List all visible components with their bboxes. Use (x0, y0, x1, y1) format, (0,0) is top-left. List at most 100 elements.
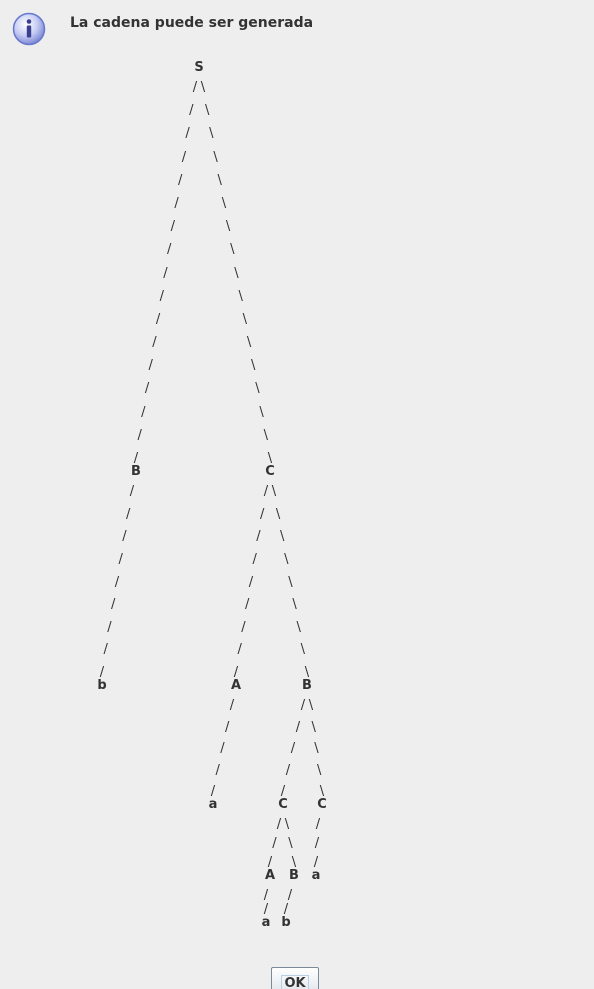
tree-edge-S-B1-segment: / (185, 126, 190, 142)
tree-edge-B2-C2-segment: / (290, 741, 296, 756)
tree-edge-S-B1-segment: / (155, 311, 161, 327)
tree-edge-S-C1-segment: \ (213, 149, 218, 165)
tree-node-a1: a (208, 797, 218, 812)
tree-edge-C1-B2-segment: \ (284, 551, 289, 567)
tree-edge-A1-a1-segment: / (225, 719, 230, 735)
tree-edge-A1-a1-segment: / (229, 698, 235, 713)
tree-edge-S-B1-segment: / (170, 219, 176, 235)
tree-edge-B2-C2-segment: / (285, 762, 291, 778)
tree-edge-S-B1-segment: / (144, 381, 150, 397)
tree-edge-B1-b1-segment: / (99, 665, 105, 680)
tree-edge-B2-C3-segment: \ (314, 741, 319, 756)
tree-edge-C3-a2-segment: / (314, 836, 320, 851)
tree-node-A1: A (230, 678, 242, 693)
tree-node-B1: B (131, 464, 141, 479)
tree-edge-B1-b1-segment: / (122, 529, 127, 545)
tree-edge-S-B1-segment: / (174, 195, 179, 211)
tree-edge-S-B1-segment: / (192, 80, 198, 95)
tree-edge-S-B1-segment: / (189, 103, 194, 119)
tree-edge-C2-A2-segment: / (272, 836, 277, 851)
info-icon (12, 12, 46, 46)
tree-edge-S-C1-segment: \ (225, 219, 231, 235)
tree-edge-C2-A2-segment: / (267, 855, 273, 870)
tree-edge-C1-A1-segment: / (248, 574, 254, 590)
tree-edge-B1-b1-segment: / (107, 619, 112, 635)
tree-edge-S-C1-segment: \ (230, 242, 235, 258)
tree-edge-B1-b1-segment: / (129, 484, 135, 499)
tree-edge-S-B1-segment: / (141, 404, 146, 420)
tree-node-B3: B (289, 868, 299, 883)
tree-edge-C1-B2-segment: \ (280, 529, 285, 545)
tree-edge-S-C1-segment: \ (267, 451, 273, 466)
tree-edge-C1-B2-segment: \ (288, 574, 293, 590)
tree-edge-B1-b1-segment: / (114, 574, 120, 590)
tree-edge-B3-b2-segment: / (283, 902, 289, 917)
tree-node-A2: A (264, 868, 276, 883)
tree-edge-B1-b1-segment: / (118, 551, 123, 567)
tree-edge-B1-b1-segment: / (126, 506, 131, 522)
tree-edge-C1-A1-segment: / (252, 551, 257, 567)
tree-edge-C1-A1-segment: / (260, 506, 265, 522)
tree-edge-S-C1-segment: \ (238, 288, 243, 304)
tree-edge-S-C1-segment: \ (259, 404, 264, 420)
tree-edge-B2-C3-segment: \ (319, 784, 325, 799)
tree-node-C1: C (265, 464, 275, 479)
tree-edge-C1-A1-segment: / (245, 597, 250, 613)
tree-edge-S-C1-segment: \ (242, 311, 248, 327)
tree-edge-C1-B2-segment: \ (275, 506, 281, 522)
tree-edge-C2-B3-segment: \ (284, 817, 290, 832)
tree-edge-S-C1-segment: \ (246, 335, 252, 351)
tree-edge-C1-B2-segment: \ (271, 484, 277, 499)
tree-edge-C1-B2-segment: \ (300, 642, 306, 658)
tree-edge-C1-A1-segment: / (233, 665, 239, 680)
tree-node-a3: a (261, 915, 271, 930)
ok-button[interactable]: OK (271, 967, 319, 989)
tree-node-a2: a (311, 868, 321, 883)
tree-edge-C2-B3-segment: \ (288, 836, 293, 851)
ok-button-label: OK (281, 975, 309, 989)
tree-edge-C1-B2-segment: \ (296, 619, 301, 635)
tree-edge-A1-a1-segment: / (215, 762, 220, 778)
tree-edge-S-C1-segment: \ (255, 381, 260, 397)
tree-edge-C3-a2-segment: / (313, 855, 319, 870)
tree-edge-B1-b1-segment: / (103, 642, 108, 658)
tree-node-b2: b (281, 915, 291, 930)
dialog-message: La cadena puede ser generada (70, 15, 314, 31)
tree-edge-S-C1-segment: \ (221, 195, 227, 211)
tree-edge-B2-C2-segment: / (300, 698, 306, 713)
tree-edge-C1-B2-segment: \ (292, 597, 297, 613)
tree-edge-C1-A1-segment: / (237, 642, 242, 658)
tree-edge-A2-a3-segment: / (263, 902, 269, 917)
tree-edge-S-C1-segment: \ (200, 80, 206, 95)
tree-edge-B1-b1-segment: / (111, 597, 116, 613)
tree-node-B2: B (302, 678, 312, 693)
tree-edge-B2-C2-segment: / (280, 784, 286, 799)
tree-edge-A2-a3-segment: / (263, 888, 269, 903)
tree-edge-S-C1-segment: \ (251, 358, 256, 374)
tree-edge-S-C1-segment: \ (217, 172, 222, 188)
tree-edge-C1-A1-segment: / (241, 619, 246, 635)
tree-edge-S-C1-segment: \ (234, 265, 239, 281)
tree-edge-S-B1-segment: / (133, 451, 139, 466)
tree-edge-C2-A2-segment: / (276, 817, 282, 832)
tree-edge-S-B1-segment: / (181, 149, 187, 165)
tree-edge-S-B1-segment: / (137, 427, 142, 443)
tree-edge-S-C1-segment: \ (209, 126, 214, 142)
tree-node-C3: C (317, 797, 327, 812)
tree-edge-C3-a2-segment: / (315, 817, 321, 832)
tree-edge-B2-C2-segment: / (295, 719, 301, 735)
tree-edge-C1-A1-segment: / (263, 484, 269, 499)
tree-node-S: S (194, 60, 204, 75)
tree-edge-S-B1-segment: / (163, 265, 168, 281)
tree-edge-S-B1-segment: / (178, 172, 183, 188)
tree-edge-C1-B2-segment: \ (304, 665, 310, 680)
tree-node-b1: b (97, 678, 107, 693)
tree-edge-A1-a1-segment: / (220, 741, 225, 756)
tree-edge-C2-B3-segment: \ (291, 855, 297, 870)
tree-edge-S-C1-segment: \ (204, 103, 210, 119)
tree-edge-S-B1-segment: / (166, 242, 172, 258)
tree-edge-B2-C3-segment: \ (308, 698, 314, 713)
tree-edge-C1-A1-segment: / (256, 529, 261, 545)
